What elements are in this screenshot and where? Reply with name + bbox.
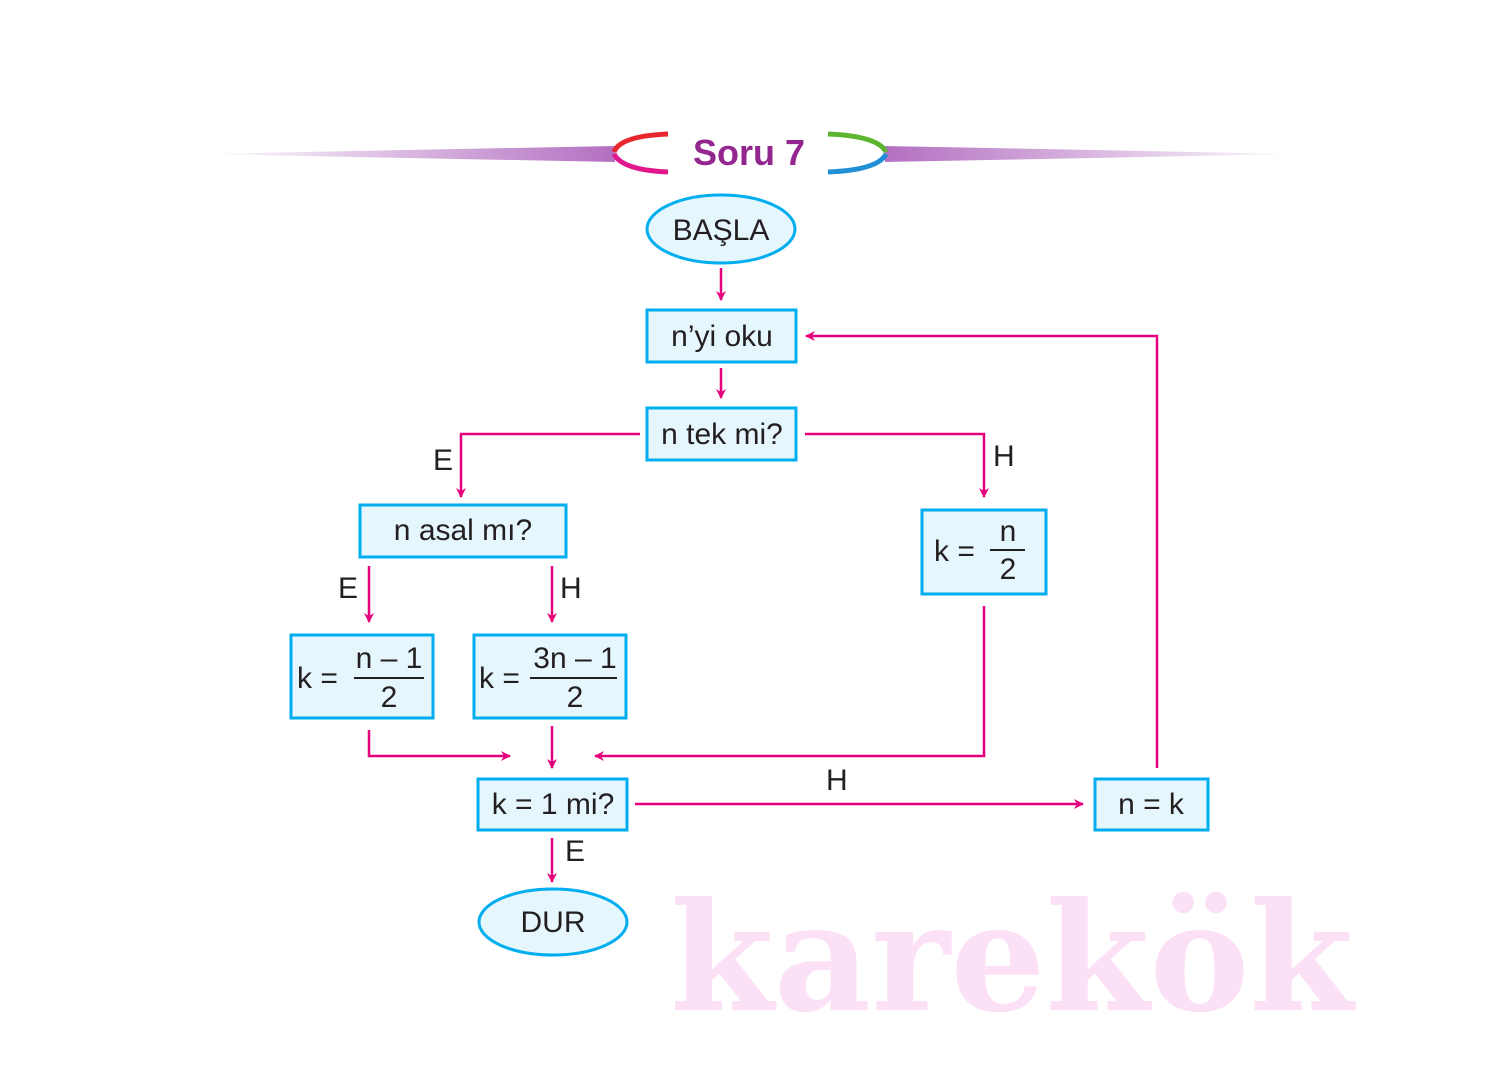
end-label: DUR xyxy=(521,906,586,939)
read-n-node: n’yi oku xyxy=(645,308,798,364)
k-even-numerator: n xyxy=(1000,515,1017,548)
label-yes-one: E xyxy=(565,835,585,868)
swoosh-right-icon xyxy=(827,131,889,154)
connectors xyxy=(364,268,1159,883)
is-odd-label: n tek mi? xyxy=(661,418,783,451)
title-banner: Soru 7 xyxy=(200,131,1300,175)
start-label: BAŞLA xyxy=(673,214,770,247)
k-prime-lhs: k = xyxy=(297,662,338,695)
assign-n-node: n = k xyxy=(1093,777,1210,832)
is-prime-decision: n asal mı? xyxy=(358,503,568,559)
end-node: DUR xyxy=(477,887,629,957)
k-prime-numerator: n – 1 xyxy=(356,642,423,675)
assign-n-label: n = k xyxy=(1118,788,1185,821)
k-nonprime-lhs: k = xyxy=(479,662,520,695)
label-no-prime: H xyxy=(560,572,582,605)
k-even-lhs: k = xyxy=(934,535,975,568)
k-nonprime-numerator: 3n – 1 xyxy=(533,642,616,675)
k-nonprime-node: k = 3n – 1 2 xyxy=(472,633,628,720)
start-node: BAŞLA xyxy=(645,193,797,265)
swoosh-left-icon xyxy=(611,131,669,154)
watermark: karekök xyxy=(670,870,1357,1046)
k-prime-node: k = n – 1 2 xyxy=(289,633,435,720)
title: Soru 7 xyxy=(693,132,805,173)
k-nonprime-denominator: 2 xyxy=(567,681,584,714)
read-n-label: n’yi oku xyxy=(671,320,773,353)
label-yes-prime: E xyxy=(338,572,358,605)
is-prime-label: n asal mı? xyxy=(394,514,532,547)
label-yes-odd: E xyxy=(433,444,453,477)
is-one-decision: k = 1 mi? xyxy=(476,777,629,832)
is-odd-decision: n tek mi? xyxy=(645,406,798,462)
k-even-denominator: 2 xyxy=(1000,553,1017,586)
k-even-node: k = n 2 xyxy=(920,508,1048,596)
k-prime-denominator: 2 xyxy=(381,681,398,714)
label-no-one: H xyxy=(826,764,848,797)
is-one-label: k = 1 mi? xyxy=(492,788,615,821)
label-no-odd: H xyxy=(993,440,1015,473)
